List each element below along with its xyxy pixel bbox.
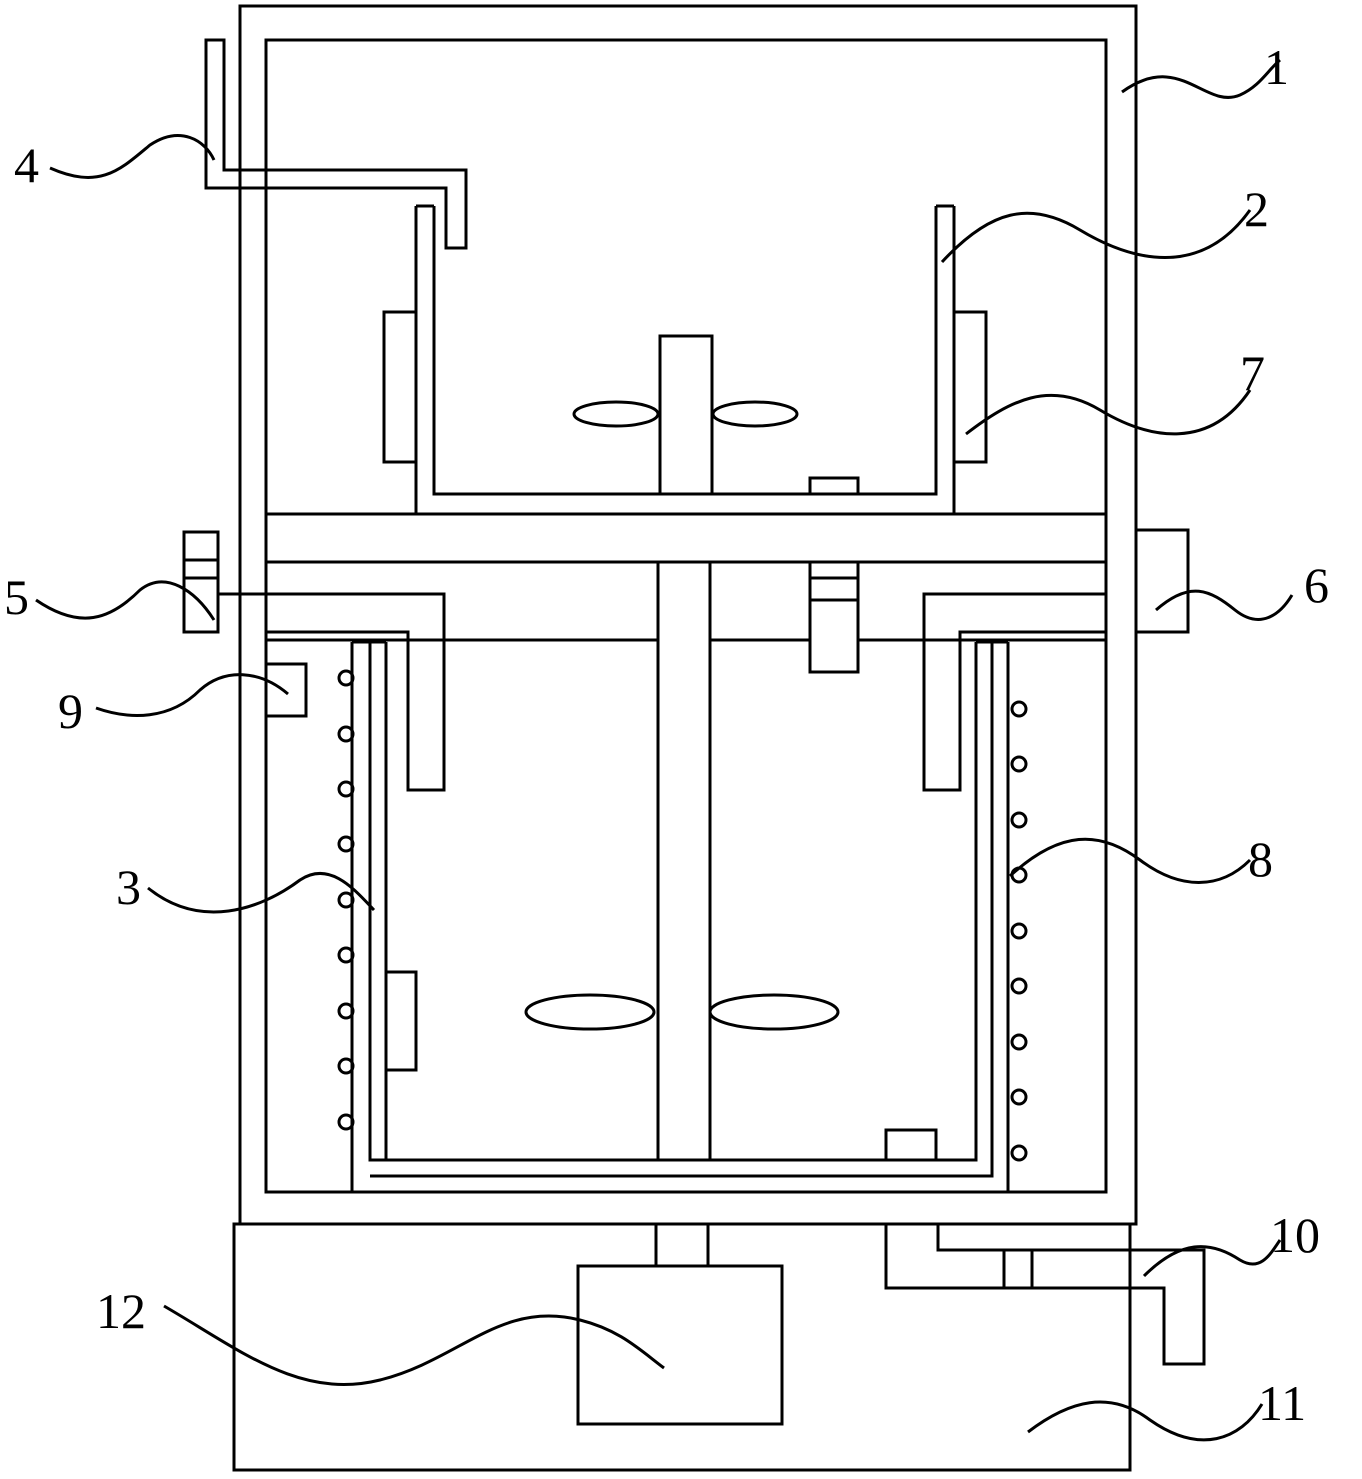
heating-coils-right — [1010, 700, 1028, 1162]
partition-plate — [264, 512, 1108, 642]
label-11: 11 — [1258, 1375, 1306, 1431]
label-10: 10 — [1270, 1207, 1320, 1263]
upper-tank — [382, 204, 988, 514]
label-3: 3 — [116, 859, 141, 915]
heating-coils-left — [337, 669, 355, 1131]
leader-lines — [35, 58, 1294, 1442]
label-12: 12 — [96, 1283, 146, 1339]
label-8: 8 — [1248, 831, 1273, 887]
inlet-pipe — [204, 38, 468, 250]
number-labels: 1 2 7 8 6 10 11 4 5 9 3 12 — [4, 39, 1329, 1431]
label-1: 1 — [1264, 39, 1289, 95]
left-pipe — [182, 530, 446, 792]
sensor-box — [264, 662, 308, 718]
label-9: 9 — [58, 683, 83, 739]
right-pipe — [922, 528, 1190, 792]
label-6: 6 — [1304, 557, 1329, 613]
label-4: 4 — [14, 137, 39, 193]
label-5: 5 — [4, 569, 29, 625]
label-7: 7 — [1240, 345, 1265, 401]
drain-pipe — [884, 1224, 1206, 1366]
motor — [576, 1222, 784, 1426]
lower-tank — [350, 560, 1010, 1192]
label-2: 2 — [1244, 181, 1269, 237]
